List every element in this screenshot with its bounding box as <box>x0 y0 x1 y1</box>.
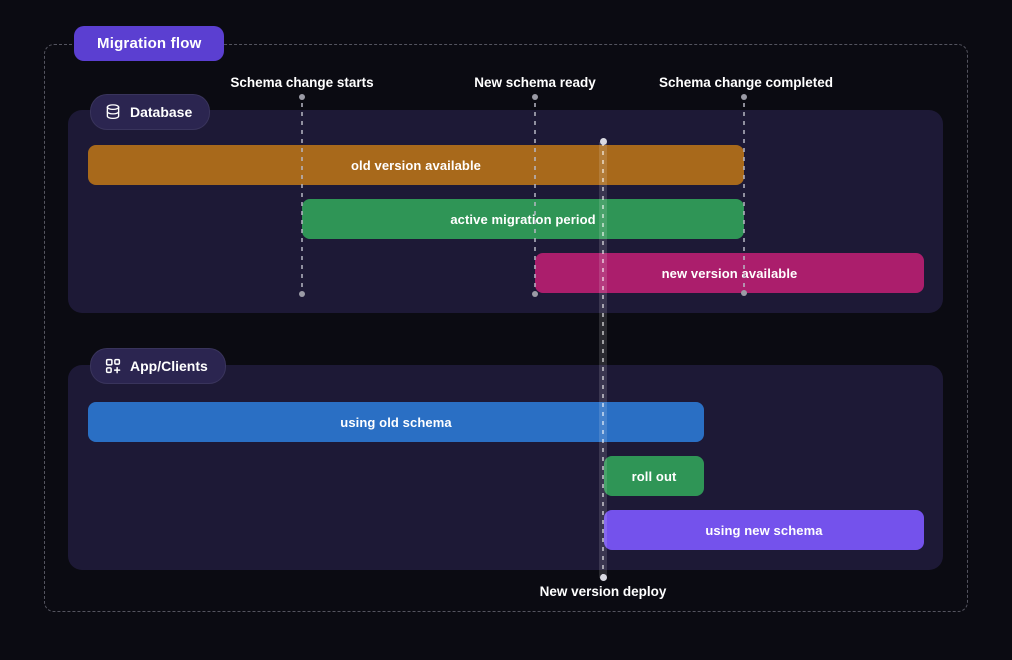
database-badge-label: Database <box>130 104 193 120</box>
milestone-guide-line <box>534 103 536 289</box>
bar-roll-out: roll out <box>604 456 704 496</box>
milestone-label-schema-change-starts: Schema change starts <box>230 75 374 90</box>
bar-label: old version available <box>351 157 481 173</box>
deploy-marker-label: New version deploy <box>539 584 667 599</box>
milestone-top-dot <box>299 94 305 100</box>
milestone-guide-line <box>301 103 303 289</box>
milestone-top-dot <box>532 94 538 100</box>
milestone-guide-line <box>743 103 745 289</box>
milestone-label-new-schema-ready: New schema ready <box>474 75 596 90</box>
deploy-bottom-dot <box>599 574 607 581</box>
bar-label: new version available <box>661 265 798 281</box>
bar-active-migration-period: active migration period <box>302 199 744 239</box>
bar-using-old-schema: using old schema <box>88 402 704 442</box>
database-icon <box>104 103 122 121</box>
bar-label: using new schema <box>705 522 823 538</box>
diagram-title: Migration flow <box>97 35 202 52</box>
database-badge: Database <box>90 94 211 130</box>
deploy-marker-dashes <box>602 142 604 578</box>
app-clients-badge-label: App/Clients <box>130 358 208 374</box>
milestone-top-dot <box>741 94 747 100</box>
bar-label: active migration period <box>450 211 596 227</box>
apps-plus-icon <box>104 357 122 375</box>
milestone-end-dot <box>741 290 747 296</box>
milestone-end-dot <box>299 291 305 297</box>
diagram-frame <box>44 44 968 612</box>
diagram-title-badge: Migration flow <box>74 26 225 61</box>
milestone-end-dot <box>532 291 538 297</box>
bar-old-version-available: old version available <box>88 145 744 185</box>
milestone-label-schema-change-completed: Schema change completed <box>658 75 834 90</box>
bar-label: using old schema <box>340 414 452 430</box>
bar-using-new-schema: using new schema <box>604 510 924 550</box>
deploy-marker-line <box>599 142 607 578</box>
bar-new-version-available: new version available <box>535 253 924 293</box>
app-clients-badge: App/Clients <box>90 348 226 384</box>
deploy-top-dot <box>599 138 607 145</box>
bar-label: roll out <box>631 468 677 484</box>
